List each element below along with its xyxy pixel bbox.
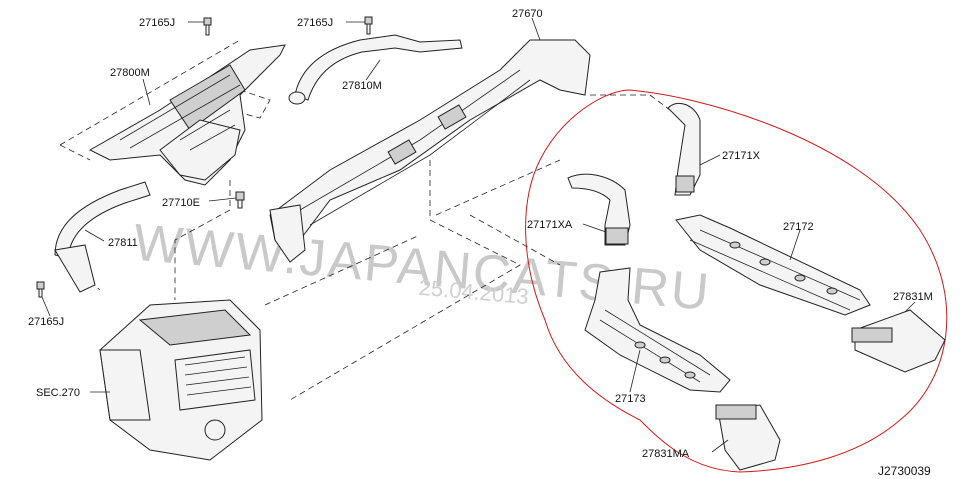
label-27670: 27670 [512,8,543,20]
label-sec270: SEC.270 [36,387,80,399]
leader-27173 [629,349,641,393]
label-27171x: 27171X [722,150,761,162]
label-27810m: 27810M [342,80,382,92]
highlight-boundary [525,89,948,473]
label-27172: 27172 [783,221,814,233]
leader-27831ma [711,439,729,453]
part-27810m [288,34,463,105]
label-27831ma: 27831MA [642,448,690,460]
leader-dash-3 [229,89,271,119]
leader-27165j-c [41,296,51,317]
part-27710e [235,191,245,209]
leader-dash-6 [264,234,421,306]
part-27171x [667,102,701,196]
leader-dash-5 [174,180,231,300]
leader-dash-1 [59,39,241,146]
label-27171xa: 27171XA [527,219,573,231]
leader-dash-10 [590,94,671,111]
part-27172 [675,214,871,316]
leader-27811 [84,229,105,242]
leader-dash-8 [435,159,561,216]
part-27800m [88,44,286,186]
label-27165j-bottom: 27165J [28,316,64,328]
part-27171xa [567,173,631,246]
label-27165j-top-left: 27165J [139,17,175,29]
leader-27670 [531,17,541,41]
leader-dash-7 [289,160,521,401]
leader-27810m [365,59,381,81]
leader-dash-9 [469,214,561,266]
leader-27710e [208,197,237,202]
clip-27165j-top-left [203,17,212,36]
leader-27171xa [582,223,607,233]
leader-27171x [699,154,721,166]
reference-code: J2730039 [878,464,931,478]
heater-unit-sec270 [99,299,263,461]
label-27165j-top-mid: 27165J [297,17,333,29]
label-27811: 27811 [108,237,138,249]
clip-27165j-bottom [36,281,45,298]
label-27710e: 27710E [162,197,200,209]
label-27800m: 27800M [110,67,150,79]
part-27811 [54,181,151,293]
part-27831ma [715,404,781,471]
label-27831m: 27831M [893,291,933,303]
leader-27800m [142,78,151,106]
label-27173: 27173 [615,393,646,405]
part-27831m [851,309,946,373]
part-27173 [584,267,731,393]
part-27670 [269,39,591,263]
leader-dash-2 [59,144,91,161]
leader-27831m [904,301,916,313]
clip-27165j-top-mid [364,16,373,35]
leader-27172 [789,229,801,261]
